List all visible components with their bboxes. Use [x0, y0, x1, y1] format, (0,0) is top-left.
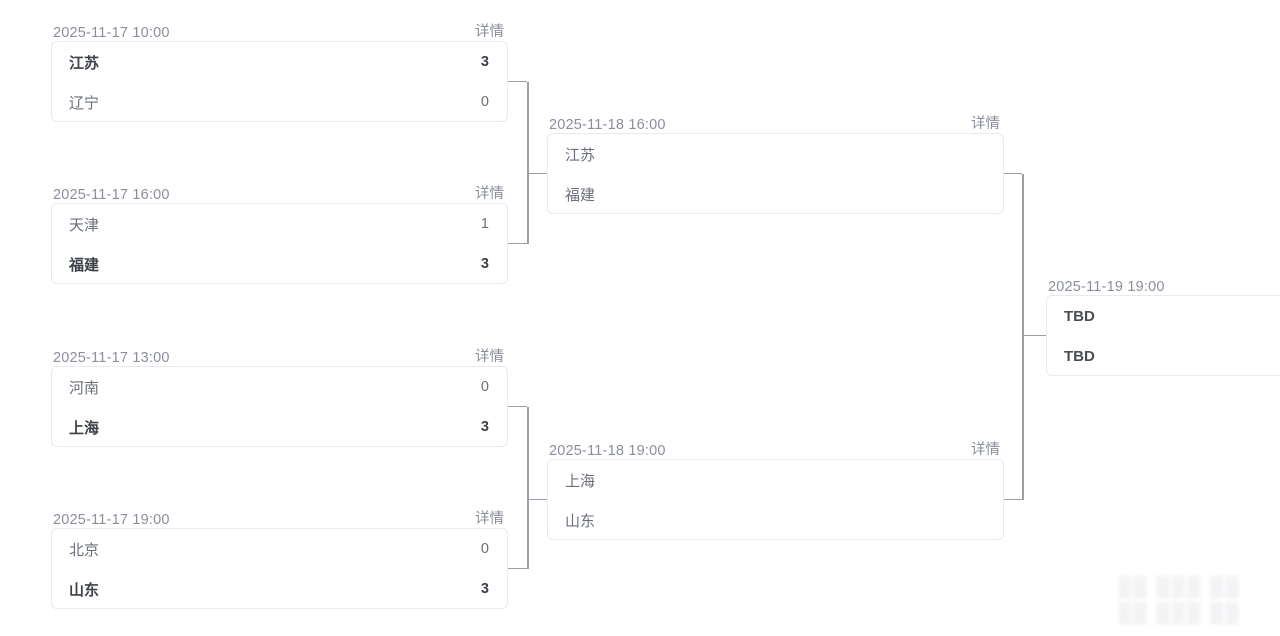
match-quarterfinals-3: 2025-11-17 13:00 详情河南 0 上海 3: [51, 344, 508, 447]
match-header: 2025-11-19 19:00: [1046, 273, 1280, 295]
team-score: 3: [480, 419, 489, 435]
team-row: 福建 3: [52, 244, 507, 283]
team-score: 3: [480, 54, 489, 70]
match-datetime: 2025-11-19 19:00: [1048, 279, 1165, 295]
team-row: 辽宁 0: [52, 82, 507, 121]
match-datetime: 2025-11-18 19:00: [549, 443, 666, 459]
connector-stub-in: [1004, 172, 1022, 175]
team-name: 河南: [69, 379, 100, 397]
connector-spine: [1022, 173, 1024, 500]
team-row: 北京 0: [52, 529, 507, 569]
team-name: TBD: [1064, 347, 1095, 365]
team-score: 3: [480, 581, 489, 597]
match-card[interactable]: 江苏福建: [547, 133, 1004, 214]
match-detail-link[interactable]: 详情: [475, 24, 504, 40]
connector-stub-in: [508, 567, 527, 570]
team-row: 山东: [548, 500, 1003, 539]
match-card[interactable]: 北京 0 山东 3: [51, 528, 508, 609]
connector-stub-in: [508, 405, 527, 408]
match-header: 2025-11-17 19:00 详情: [51, 506, 508, 528]
team-name: TBD: [1064, 307, 1095, 325]
team-row: 上海 3: [52, 407, 507, 446]
team-row: 河南 0: [52, 367, 507, 407]
team-row: 山东 3: [52, 569, 507, 608]
match-datetime: 2025-11-17 16:00: [53, 187, 170, 203]
team-score: 1: [480, 216, 489, 232]
match-header: 2025-11-18 19:00 详情: [547, 437, 1004, 459]
match-semifinals-1: 2025-11-18 16:00 详情江苏福建: [547, 111, 1004, 214]
connector-stub-out: [527, 498, 547, 501]
match-detail-link[interactable]: 详情: [971, 442, 1000, 458]
watermark-text: ██ ███ ██: [1118, 577, 1241, 598]
watermark: ██ ███ ██ ██ ███ ██: [1118, 577, 1274, 624]
match-header: 2025-11-18 16:00 详情: [547, 111, 1004, 133]
connector-stub-in: [508, 80, 527, 83]
team-score: 3: [480, 256, 489, 272]
match-quarterfinals-4: 2025-11-17 19:00 详情北京 0 山东 3: [51, 506, 508, 609]
team-name: 福建: [565, 186, 596, 204]
team-name: 福建: [69, 256, 100, 274]
match-detail-link[interactable]: 详情: [475, 186, 504, 202]
match-card[interactable]: 江苏 3 辽宁 0: [51, 41, 508, 122]
team-name: 天津: [69, 216, 100, 234]
connector-spine: [527, 406, 529, 569]
match-header: 2025-11-17 10:00 详情: [51, 19, 508, 41]
team-name: 上海: [69, 419, 100, 437]
team-name: 江苏: [69, 54, 100, 72]
team-row: 江苏: [548, 134, 1003, 174]
match-card[interactable]: 上海山东: [547, 459, 1004, 540]
team-row: 福建: [548, 174, 1003, 213]
team-score: 0: [480, 379, 489, 395]
team-row: TBD: [1047, 296, 1280, 336]
match-detail-link[interactable]: 详情: [475, 349, 504, 365]
match-card[interactable]: TBD TBD: [1046, 295, 1280, 376]
match-datetime: 2025-11-17 19:00: [53, 512, 170, 528]
match-card[interactable]: 河南 0 上海 3: [51, 366, 508, 447]
match-semifinals-2: 2025-11-18 19:00 详情上海山东: [547, 437, 1004, 540]
team-name: 江苏: [565, 146, 596, 164]
connector-stub-out: [1022, 334, 1046, 337]
team-name: 辽宁: [69, 94, 100, 112]
match-detail-link[interactable]: 详情: [971, 116, 1000, 132]
match-header: 2025-11-17 16:00 详情: [51, 181, 508, 203]
team-row: TBD: [1047, 336, 1280, 375]
match-card[interactable]: 天津 1 福建 3: [51, 203, 508, 284]
connector-stub-in: [508, 242, 527, 245]
team-name: 山东: [69, 581, 100, 599]
team-row: 天津 1: [52, 204, 507, 244]
match-datetime: 2025-11-18 16:00: [549, 117, 666, 133]
team-name: 北京: [69, 541, 100, 559]
match-detail-link[interactable]: 详情: [475, 511, 504, 527]
match-quarterfinals-2: 2025-11-17 16:00 详情天津 1 福建 3: [51, 181, 508, 284]
team-name: 上海: [565, 472, 596, 490]
match-quarterfinals-1: 2025-11-17 10:00 详情江苏 3 辽宁 0: [51, 19, 508, 122]
connector-stub-out: [527, 172, 547, 175]
team-name: 山东: [565, 512, 596, 530]
match-header: 2025-11-17 13:00 详情: [51, 344, 508, 366]
team-score: 0: [480, 541, 489, 557]
watermark-text: ██ ███ ██: [1118, 603, 1241, 624]
match-datetime: 2025-11-17 10:00: [53, 25, 170, 41]
team-score: 0: [480, 94, 489, 110]
connector-stub-in: [1004, 498, 1022, 501]
team-row: 上海: [548, 460, 1003, 500]
match-datetime: 2025-11-17 13:00: [53, 350, 170, 366]
connector-spine: [527, 81, 529, 244]
team-row: 江苏 3: [52, 42, 507, 82]
